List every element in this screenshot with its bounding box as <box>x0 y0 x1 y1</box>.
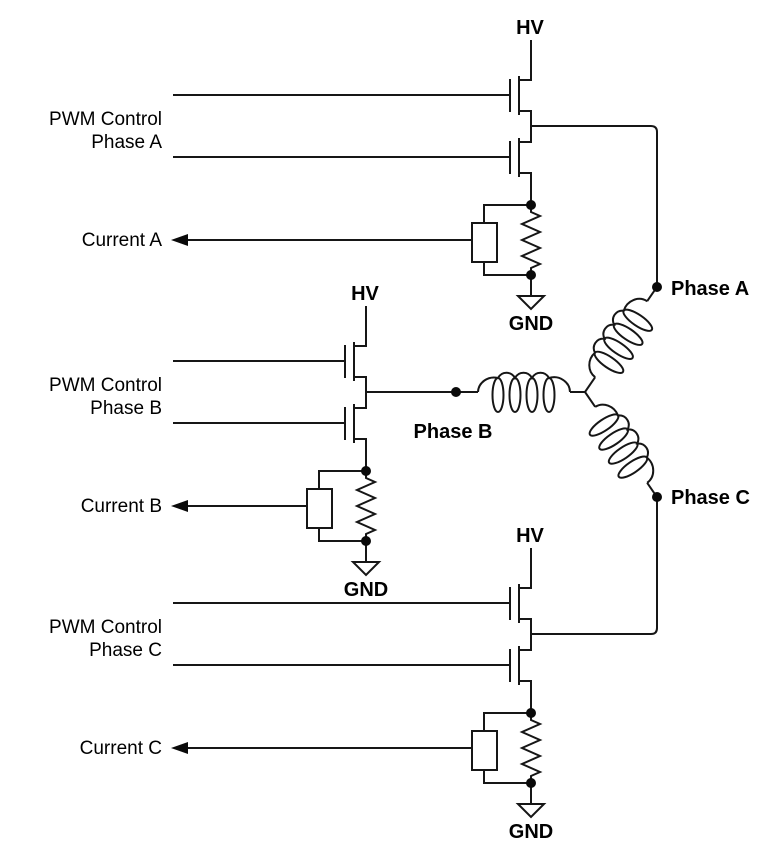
star-stub-a <box>584 376 596 393</box>
current-b-label: Current B <box>81 496 162 517</box>
gnd-label-phase-c: GND <box>509 821 553 843</box>
half-bridge-phase-c <box>471 547 545 818</box>
phase-a-output-wire <box>531 125 658 287</box>
pwm-control-label-b2: Phase B <box>90 398 162 419</box>
phase-c-terminal-dot <box>652 492 662 502</box>
pwm-control-label-c1: PWM Control <box>49 617 162 638</box>
phase-b-output-label: Phase B <box>414 421 493 443</box>
winding-phase-c-coil <box>577 395 664 496</box>
phase-b-terminal-dot <box>451 387 461 397</box>
winding-phase-a-coil <box>578 289 665 390</box>
star-stub-c <box>584 391 596 408</box>
current-c-label: Current C <box>80 738 162 759</box>
pwm-control-label-a1: PWM Control <box>49 109 162 130</box>
gnd-label-phase-a: GND <box>509 313 553 335</box>
phase-c-output-label: Phase C <box>671 487 750 509</box>
hv-label-phase-b: HV <box>351 283 379 305</box>
hv-label-phase-c: HV <box>516 525 544 547</box>
current-b-arrowhead <box>171 500 188 512</box>
winding-phase-b <box>477 371 571 413</box>
pwm-control-label-b1: PWM Control <box>49 375 162 396</box>
phase-a-terminal-dot <box>652 282 662 292</box>
pwm-control-label-a2: Phase A <box>91 132 162 153</box>
half-bridge-phase-a <box>471 39 545 310</box>
winding-phase-c <box>577 391 664 499</box>
phase-a-output-label: Phase A <box>671 278 749 300</box>
pwm-control-label-c2: Phase C <box>89 640 162 661</box>
current-a-arrowhead <box>171 234 188 246</box>
phase-c-output-wire <box>531 497 658 635</box>
hv-label-phase-a: HV <box>516 17 544 39</box>
current-a-label: Current A <box>82 230 163 251</box>
half-bridge-phase-b <box>306 305 380 576</box>
current-c-arrowhead <box>171 742 188 754</box>
winding-phase-a <box>578 285 665 393</box>
gnd-label-phase-b: GND <box>344 579 388 601</box>
